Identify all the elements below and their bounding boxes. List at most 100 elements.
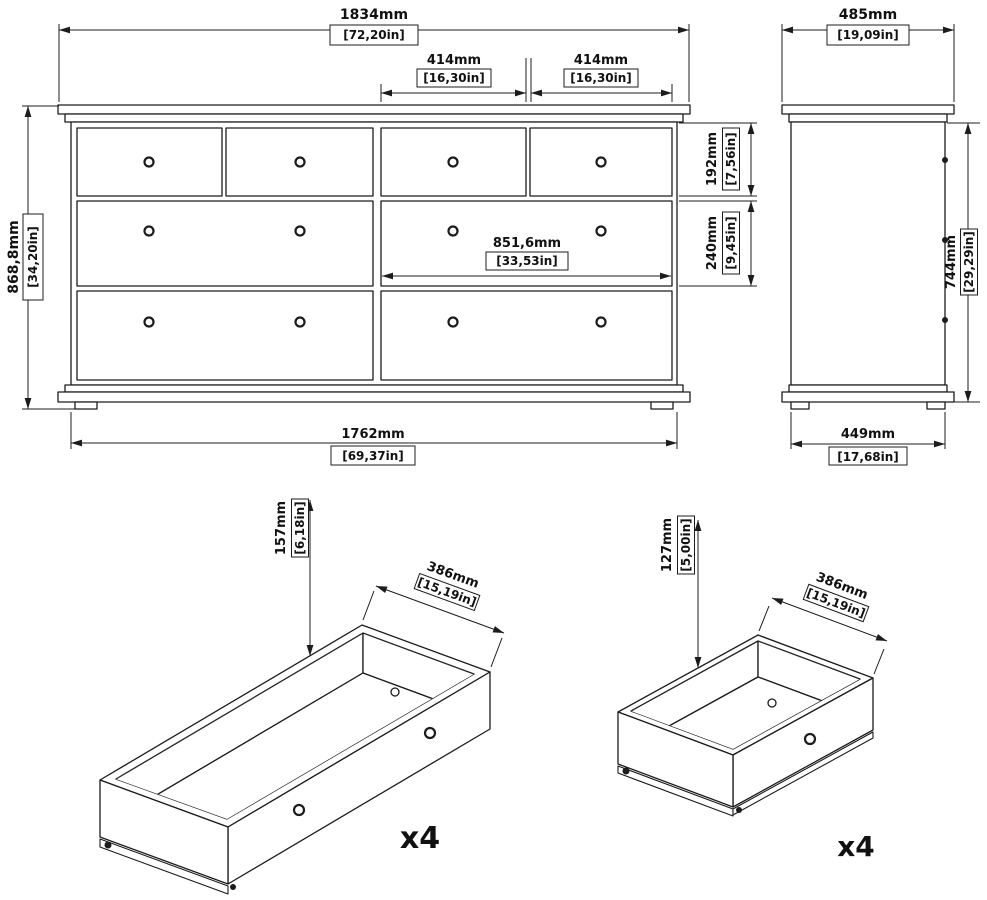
side-knob-dot: [942, 237, 948, 243]
large-drawer-side-panel: [99, 779, 229, 885]
small-drawer-height-dimension: 127mm [5,00in]: [660, 515, 702, 668]
rail-wheel: [230, 884, 236, 890]
extension-line: [490, 637, 503, 668]
side-depth-mm-label: 485mm: [839, 7, 897, 23]
front-total-width-dimension: 1834mm [72,20in]: [58, 7, 690, 102]
side-depth-dimension: 485mm [19,09in]: [781, 7, 955, 102]
side-depth-in-box: [826, 24, 910, 46]
dimension-line: [771, 597, 888, 642]
side-knob-dot: [942, 157, 948, 163]
small-drawer-front-rail: [732, 731, 874, 816]
large-drawer-quantity-label: x4: [400, 821, 440, 856]
small-drawer-slide-rail: [617, 765, 734, 817]
side-crown-molding: [788, 113, 948, 123]
front-drawer3-width-in-label: [16,30in]: [423, 71, 485, 85]
front-drawer4-width-mm-label: 414mm: [574, 53, 628, 68]
large-drawer-height-in-label: [6,18in]: [293, 501, 307, 554]
drawer-knob: [447, 225, 459, 237]
front-drawer4-width-in-label: [16,30in]: [570, 71, 632, 85]
drawer-knob: [143, 316, 155, 328]
small-drawer-height-in-box: [5,00in]: [677, 515, 695, 575]
drawer-bottom-left: [76, 290, 374, 381]
side-foot-right: [926, 401, 946, 410]
drawer-mid-right: [380, 200, 673, 287]
large-drawer-height-mm-label: 157mm: [274, 501, 289, 555]
side-base-depth-mm-label: 449mm: [841, 427, 895, 442]
front-total-height-dimension: 868,8mm [34,20in]: [6, 105, 97, 410]
small-drawer-height-in-label: [5,00in]: [679, 518, 693, 571]
wide-drawer-width-mm-label: 851,6mm: [493, 236, 561, 251]
front-total-height-in-box: [34,20in]: [22, 213, 44, 301]
side-body-height-in-label: [29,29in]: [962, 231, 976, 293]
front-base-width-in-box: [330, 445, 416, 466]
extension-line: [873, 648, 885, 675]
wide-drawer-width-in-label: [33,53in]: [496, 254, 558, 268]
large-drawer-height-in-box: [6,18in]: [291, 498, 309, 558]
extension-line: [758, 605, 770, 632]
front-base-width-mm-label: 1762mm: [341, 427, 404, 442]
side-base-molding: [788, 384, 948, 393]
extension-line: [362, 590, 375, 621]
side-knob-dot: [942, 317, 948, 323]
large-drawer-slide-rail: [99, 838, 229, 895]
drawer-knob: [423, 726, 437, 740]
drawer-knob: [143, 156, 155, 168]
interior-bottom: [631, 676, 860, 749]
side-body-height-in-box: [29,29in]: [960, 228, 978, 296]
rail-wheel: [622, 767, 630, 775]
large-drawer-height-dimension: 157mm [6,18in]: [274, 498, 314, 656]
front-view: [57, 104, 691, 410]
front-drawer3-width-mm-label: 414mm: [427, 53, 481, 68]
mid-drawer-height-in-box: [9,45in]: [722, 211, 740, 275]
side-base-slab: [781, 391, 955, 403]
front-total-height-in-label: [34,20in]: [26, 226, 40, 288]
side-body-height-dimension: 744mm [29,29in]: [944, 122, 980, 403]
drawer-knob: [803, 732, 817, 746]
front-total-width-in-label: [72,20in]: [343, 28, 405, 42]
front-total-width-mm-label: 1834mm: [340, 7, 408, 23]
large-drawer-3d: x4: [99, 624, 491, 895]
small-drawer-side-panel: [617, 711, 734, 808]
front-foot-right: [650, 401, 674, 410]
drawer-knob: [143, 225, 155, 237]
drawer-knob: [447, 156, 459, 168]
front-wide-drawer-width-dimension: 851,6mm [33,53in]: [382, 236, 671, 280]
drawer-mid-left: [76, 200, 374, 287]
side-body: [790, 121, 946, 386]
front-base-width-in-label: [69,37in]: [342, 449, 404, 463]
screw-hole: [767, 698, 777, 708]
small-drawer-height-mm-label: 127mm: [660, 518, 675, 572]
drawer-bottom-right: [380, 290, 673, 381]
front-top-drawer-height-dimension: 192mm [7,56in]: [679, 122, 757, 197]
front-crown-top: [57, 104, 691, 115]
top-drawer-height-in-box: [7,56in]: [722, 127, 740, 191]
front-base-slab: [57, 391, 691, 403]
drawer-knob: [595, 316, 607, 328]
mid-drawer-height-mm-label: 240mm: [705, 216, 720, 270]
front-base-width-dimension: 1762mm [69,37in]: [70, 412, 678, 466]
screw-hole: [390, 687, 400, 697]
side-view: [781, 104, 955, 410]
drawer-knob: [294, 225, 306, 237]
drawer-knob: [292, 803, 306, 817]
front-mid-drawer-height-dimension: 240mm [9,45in]: [679, 200, 757, 287]
front-drawer-width-dimensions: 414mm [16,30in] 414mm [16,30in]: [380, 53, 673, 102]
front-drawer4-width-in-box: [563, 68, 639, 88]
side-base-depth-in-box: [828, 446, 908, 466]
side-depth-in-label: [19,09in]: [837, 28, 899, 42]
front-base-molding: [64, 384, 684, 393]
small-drawer-3d: x4: [617, 634, 875, 863]
drawer-knob: [595, 225, 607, 237]
rail-wheel: [104, 841, 112, 849]
rail-wheel: [736, 807, 742, 813]
front-crown-molding: [64, 113, 684, 123]
drawer-knob: [294, 316, 306, 328]
small-drawer-quantity-label: x4: [837, 830, 875, 863]
wide-drawer-width-in-box: [485, 251, 569, 271]
mid-drawer-height-in-label: [9,45in]: [724, 216, 738, 269]
drawer-knob: [595, 156, 607, 168]
top-drawer-height-mm-label: 192mm: [705, 132, 720, 186]
drawer-knob: [447, 316, 459, 328]
